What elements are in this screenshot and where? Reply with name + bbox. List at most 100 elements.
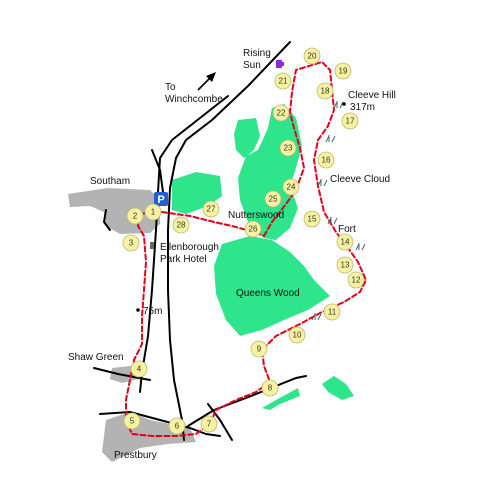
- waypoint-circle: [341, 112, 359, 130]
- waypoint-number: 16: [322, 156, 331, 165]
- waypoint-24: 24: [282, 178, 300, 196]
- label-shaw-green: Shaw Green: [68, 352, 124, 363]
- waypoint-number: 15: [308, 215, 317, 224]
- waypoint-circle: [244, 220, 262, 238]
- waypoint-14: 14: [336, 233, 354, 251]
- waypoint-number: 26: [249, 225, 258, 234]
- waypoint-number: 12: [352, 276, 361, 285]
- waypoint-19: 19: [334, 62, 352, 80]
- waypoint-26: 26: [244, 220, 262, 238]
- parking-icon: P: [154, 192, 168, 206]
- spot-height-75m: [136, 308, 140, 312]
- queens-wood: [214, 236, 330, 336]
- waypoint-number: 24: [287, 183, 296, 192]
- waypoint-11: 11: [323, 303, 341, 321]
- tuft-mark: [355, 243, 366, 251]
- waypoint-27: 27: [202, 200, 220, 218]
- waypoint-number: 4: [137, 365, 142, 374]
- waypoint-2: 2: [126, 207, 144, 225]
- waypoint-circle: [123, 412, 141, 430]
- waypoint-circle: [200, 415, 218, 433]
- waypoint-circle: [336, 256, 354, 274]
- waypoint-number: 11: [328, 308, 337, 317]
- waypoint-circle: [274, 72, 292, 90]
- waypoint-number: 19: [339, 67, 348, 76]
- waypoint-4: 4: [130, 360, 148, 378]
- waypoint-circle: [122, 234, 140, 252]
- spur-road: [151, 149, 164, 193]
- waypoint-6: 6: [168, 417, 186, 435]
- waypoint-21: 21: [274, 72, 292, 90]
- waypoint-circle: [168, 417, 186, 435]
- prestbury-cross-lane: [207, 403, 233, 441]
- waypoint-circle: [336, 233, 354, 251]
- waypoint-3: 3: [122, 234, 140, 252]
- wood-upper-west: [234, 118, 260, 158]
- waypoint-circle: [172, 216, 190, 234]
- label-queens-wood: Queens Wood: [236, 288, 300, 299]
- waypoint-28: 28: [172, 216, 190, 234]
- waypoint-number: 27: [207, 205, 216, 214]
- wood-upper-east: [238, 104, 302, 240]
- vegetation-marks: [311, 101, 366, 321]
- label-southam: Southam: [90, 176, 130, 187]
- waypoint-number: 25: [269, 195, 278, 204]
- waypoint-circle: [279, 139, 297, 157]
- waypoint-number: 8: [268, 384, 273, 393]
- waypoint-16: 16: [317, 151, 335, 169]
- tuft-mark: [325, 135, 336, 143]
- waypoint-number: 17: [346, 117, 355, 126]
- label-cleeve-hill-height: 317m: [350, 102, 375, 113]
- waypoint-circle: [334, 62, 352, 80]
- waypoint-number: 13: [341, 261, 350, 270]
- waypoint-number: 28: [177, 221, 186, 230]
- waypoint-20: 20: [303, 47, 321, 65]
- shaw-green-lane: [93, 367, 151, 381]
- waypoint-number: 18: [321, 87, 330, 96]
- label-fort: Fort: [338, 224, 356, 235]
- waypoint-18: 18: [316, 82, 334, 100]
- waypoint-number: 9: [257, 345, 262, 354]
- main-road: [167, 41, 291, 441]
- spot-height-cleeve-hill: [342, 102, 346, 106]
- waypoint-number: 21: [279, 77, 288, 86]
- svg-text:P: P: [157, 194, 164, 206]
- label-75m: 75m: [143, 306, 162, 317]
- waypoint-circle: [303, 210, 321, 228]
- tuft-mark: [327, 217, 338, 225]
- waypoint-number: 6: [175, 422, 180, 431]
- waypoint-circle: [316, 82, 334, 100]
- waypoint-1: 1: [144, 203, 162, 221]
- pub-icon: [276, 60, 284, 68]
- waypoint-circle: [130, 360, 148, 378]
- tuft-mark: [333, 101, 344, 109]
- label-nutterswood: Nutterswood: [228, 210, 284, 221]
- tuft-mark: [311, 313, 322, 321]
- waypoint-7: 7: [200, 415, 218, 433]
- waypoint-number: 22: [277, 109, 286, 118]
- waypoint-23: 23: [279, 139, 297, 157]
- label-cleeve-hill: Cleeve Hill: [348, 90, 396, 101]
- waypoint-17: 17: [341, 112, 359, 130]
- waypoint-number: 1: [151, 208, 156, 217]
- waypoint-circle: [347, 271, 365, 289]
- wood-small-east: [322, 376, 354, 400]
- waypoint-10: 10: [288, 326, 306, 344]
- waypoint-circle: [126, 207, 144, 225]
- lane-near-southam: [103, 209, 111, 231]
- waypoint-circle: [272, 104, 290, 122]
- waypoint-8: 8: [261, 379, 279, 397]
- waypoint-15: 15: [303, 210, 321, 228]
- waypoint-circle: [202, 200, 220, 218]
- waypoint-circle: [303, 47, 321, 65]
- waypoint-25: 25: [264, 190, 282, 208]
- waypoint-number: 14: [341, 238, 350, 247]
- waypoint-number: 5: [130, 417, 135, 426]
- waypoint-number: 7: [207, 420, 212, 429]
- waypoint-number: 23: [284, 144, 293, 153]
